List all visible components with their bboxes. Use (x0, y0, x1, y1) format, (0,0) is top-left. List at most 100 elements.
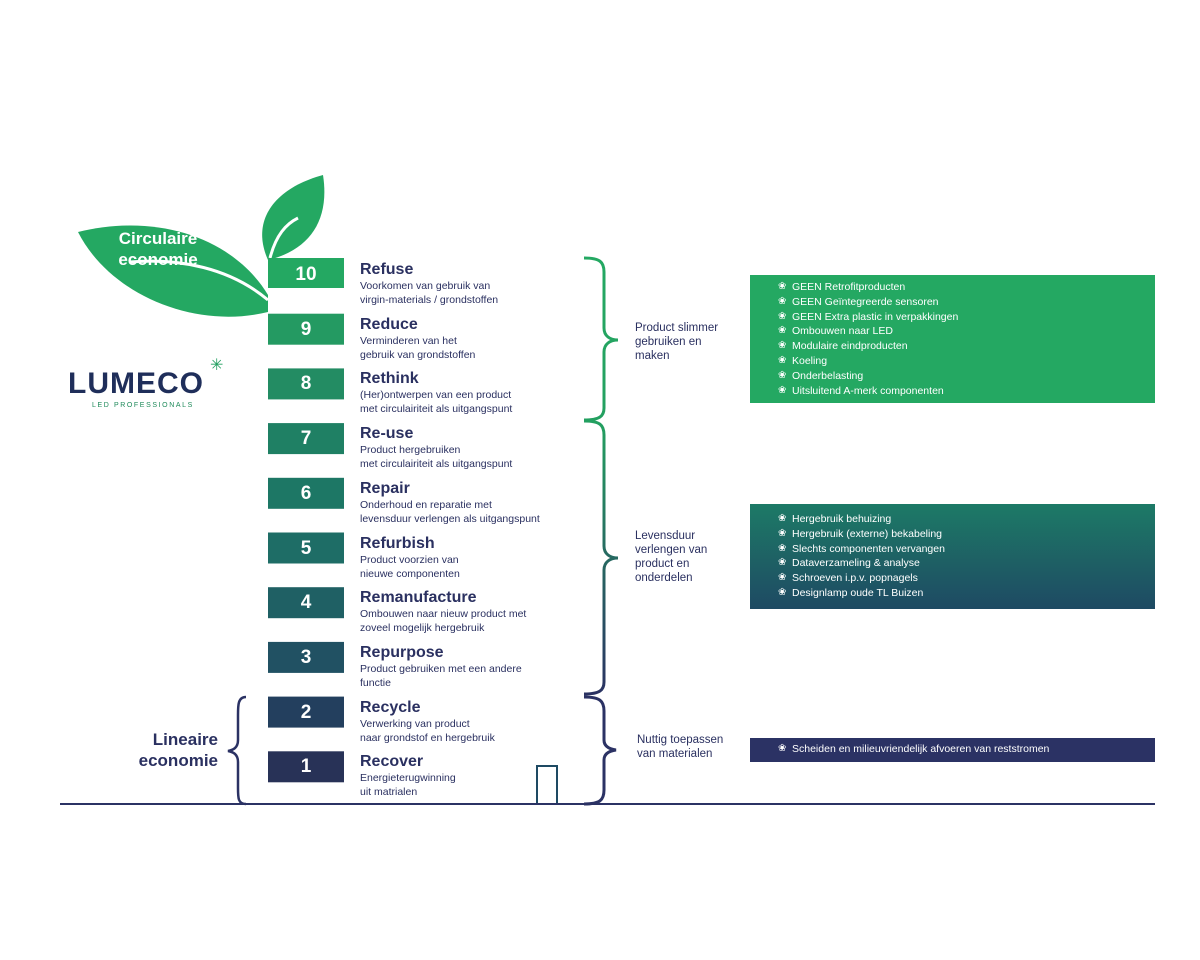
step-description-line: met circulairiteit als uitgangspunt (360, 403, 513, 415)
step-title: Remanufacture (360, 589, 477, 606)
group-label-3: Nuttig toepassen van materialen (637, 734, 724, 760)
step-description: Ombouwen naar nieuw product met zoveel mo… (360, 607, 575, 635)
step-title: Rethink (360, 370, 419, 387)
step-number: 9 (300, 319, 312, 340)
measure-item: ❀ Hergebruik (externe) bekabeling (750, 527, 1155, 542)
step-description-line: Onderhoud en reparatie met (360, 499, 492, 511)
step-description-line: Ombouwen naar nieuw product met (360, 608, 527, 620)
measure-text: Scheiden en milieuvriendelijk afvoeren v… (792, 743, 1050, 755)
step-description: Energieterugwinning uit matrialen (360, 771, 575, 799)
building-frame (264, 256, 582, 804)
number-block (268, 313, 344, 345)
gear-icon: ❀ (778, 586, 787, 598)
gear-icon: ❀ (778, 295, 787, 307)
measure-item: ❀ Dataverzameling & analyse (750, 556, 1155, 571)
small-leaf-icon (262, 175, 325, 260)
step-title: Re-use (360, 425, 414, 442)
step-description: Verminderen van het gebruik van grondstof… (360, 334, 575, 362)
measure-item: ❀Uitsluitend A-merk componenten (750, 384, 1155, 399)
gear-icon: ❀ (778, 513, 787, 524)
measure-item: ❀ Hergebruik behuizing (750, 512, 1155, 527)
step-title: Repair (360, 480, 410, 497)
step-description-line: met circulairiteit als uitgangspunt (360, 458, 513, 470)
step-description-line: uit matrialen (360, 786, 418, 798)
gear-icon: ❀ (778, 310, 787, 322)
step-title: Recycle (360, 699, 421, 716)
step-description-line: Verwerking van product (360, 718, 470, 730)
asterisk-icon: ✳ (210, 357, 224, 374)
step-description-line: Energieterugwinning (360, 772, 456, 784)
step-description-line: zoveel mogelijk hergebruik (360, 622, 485, 634)
circular-economy-label: Circulaire economie (118, 229, 198, 269)
step-description: Product gebruiken met een andere functie (360, 662, 575, 690)
step-number: 2 (300, 702, 312, 723)
gear-icon: ❀ (778, 281, 787, 292)
step-description: Product hergebruiken met circulairiteit a… (360, 443, 575, 471)
step-number: 4 (300, 592, 312, 613)
gear-icon: ❀ (778, 340, 787, 352)
measure-text: Slechts componenten vervangen (792, 542, 945, 555)
number-block (268, 368, 344, 400)
number-block (268, 751, 344, 783)
measure-item: ❀GEEN Retrofitproducten (750, 280, 1155, 295)
step-description-line: Product hergebruiken (360, 444, 461, 456)
measure-text: Onderbelasting (792, 369, 864, 382)
linear-economy-label: Lineaire economie (138, 730, 218, 770)
group-label-2: Levensduur verlengen van product en onde… (635, 530, 708, 584)
measure-text: Uitsluitend A-merk componenten (792, 384, 944, 397)
number-block (268, 641, 344, 673)
step-description-line: Verminderen van het (360, 335, 457, 347)
step-description-line: Product voorzien van (360, 554, 459, 566)
brace-group-2 (583, 419, 619, 696)
measure-text: Modulaire eindproducten (792, 340, 908, 353)
gear-icon: ❀ (778, 572, 787, 584)
number-block (268, 587, 344, 619)
step-description-line: functie (360, 677, 391, 689)
logo-tagline: LED PROFESSIONALS (92, 402, 194, 409)
step-number: 10 (295, 264, 317, 285)
step-title: Refurbish (360, 535, 435, 552)
measure-item: ❀ GEEN Extra plastic in verpakkingen (750, 310, 1155, 325)
step-description-line: gebruik van grondstoffen (360, 349, 476, 361)
big-leaf-icon (78, 225, 268, 317)
step-description-line: Voorkomen van gebruik van (360, 280, 491, 292)
measure-text: Hergebruik (externe) bekabeling (792, 527, 942, 540)
step-title: Refuse (360, 261, 414, 278)
step-description: Verwerking van product naar grondstof en … (360, 717, 575, 745)
left-brace (227, 695, 247, 806)
step-title: Repurpose (360, 644, 444, 661)
measure-item: ❀GEEN Geïntegreerde sensoren (750, 295, 1155, 310)
step-number: 6 (300, 483, 312, 504)
step-description-line: virgin-materials / grondstoffen (360, 294, 499, 306)
gear-icon: ❀ (778, 354, 787, 366)
gear-icon: ❀ (778, 542, 787, 554)
measure-text: Dataverzameling & analyse (792, 557, 920, 570)
measures-box-1: ❀GEEN Retrofitproducten❀GEEN Geïntegreer… (750, 275, 1155, 403)
number-block (268, 477, 344, 509)
step-number: 1 (300, 756, 312, 777)
measure-item: ❀Ombouwen naar LED (750, 324, 1155, 339)
measure-text: Hergebruik behuizing (792, 513, 892, 525)
step-description: Onderhoud en reparatie met levensduur ver… (360, 498, 575, 526)
gear-icon: ❀ (778, 527, 787, 539)
step-description-line: nieuwe componenten (360, 568, 460, 580)
step-description: Product voorzien van nieuwe componenten (360, 553, 575, 581)
measure-item: ❀Schroeven i.p.v. popnagels (750, 571, 1155, 586)
measure-item: ❀Designlamp oude TL Buizen (750, 586, 1155, 601)
measures-box-3: ❀ Scheiden en milieuvriendelijk afvoeren … (750, 738, 1155, 762)
measure-text: Koeling (792, 354, 828, 367)
step-description-line: naar grondstof en hergebruik (360, 732, 495, 744)
step-number: 7 (300, 428, 312, 449)
measure-item: ❀ Koeling (750, 354, 1155, 369)
step-description-line: levensduur verlengen als uitgangspunt (360, 513, 540, 525)
gear-icon: ❀ (778, 743, 787, 754)
gear-icon: ❀ (778, 325, 787, 337)
measure-item: ❀ Modulaire eindproducten (750, 339, 1155, 354)
step-title: Reduce (360, 316, 418, 333)
gear-icon: ❀ (778, 557, 787, 569)
step-description-line: Product gebruiken met een andere (360, 663, 522, 675)
measure-item: ❀ Scheiden en milieuvriendelijk afvoeren … (750, 742, 1155, 757)
measure-text: GEEN Extra plastic in verpakkingen (792, 310, 959, 323)
